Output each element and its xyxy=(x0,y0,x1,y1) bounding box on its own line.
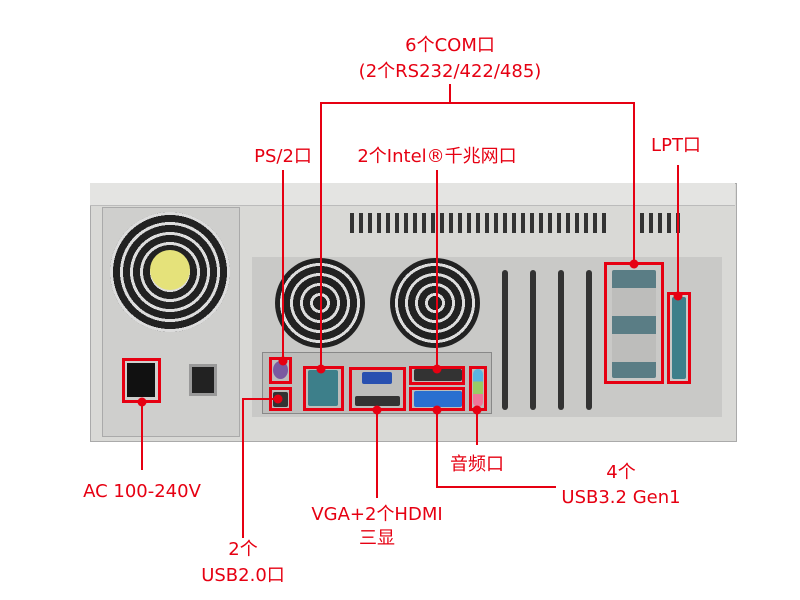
top-vents xyxy=(350,213,610,233)
usb2-leader xyxy=(242,398,244,538)
usb2-dot xyxy=(273,394,283,404)
com-ports-right xyxy=(612,270,656,378)
com-right-highlight xyxy=(604,262,664,384)
ps2-port xyxy=(273,361,288,379)
audio-label: 音频口 xyxy=(450,454,504,475)
com-leader xyxy=(320,102,635,104)
usb3-ports xyxy=(414,391,462,407)
lpt-leader xyxy=(677,165,679,295)
audio-highlight xyxy=(469,366,487,411)
com-dot xyxy=(316,364,326,374)
video-leader xyxy=(376,410,378,498)
usb2-label: 2个 xyxy=(228,539,258,560)
ac-dot xyxy=(137,397,147,407)
usb3-leader xyxy=(436,410,438,488)
lan-dot xyxy=(432,364,442,374)
com-ports xyxy=(308,370,338,406)
usb2-sublabel: USB2.0口 xyxy=(201,565,285,586)
usb3-label: 4个 xyxy=(606,462,636,483)
power-switch xyxy=(189,364,217,396)
ps2-label: PS/2口 xyxy=(254,146,312,167)
com-label: 6个COM口 xyxy=(405,35,495,56)
psu-fan-hub xyxy=(150,250,190,290)
expansion-slot xyxy=(558,270,564,410)
ps2-leader xyxy=(282,170,284,360)
ac-label: AC 100-240V xyxy=(83,481,201,502)
ac-leader xyxy=(141,402,143,470)
audio-dot xyxy=(472,405,482,415)
usb3-sublabel: USB3.2 Gen1 xyxy=(561,487,681,508)
system-fan-right xyxy=(390,258,480,348)
lpt-label: LPT口 xyxy=(651,135,701,156)
video-label: VGA+2个HDMI xyxy=(311,504,443,525)
expansion-slot xyxy=(502,270,508,410)
com-leader xyxy=(633,102,635,262)
lpt-highlight xyxy=(667,292,691,384)
lpt-dot xyxy=(673,291,683,301)
audio-jacks xyxy=(473,369,483,407)
chassis-top-lip xyxy=(90,183,735,206)
expansion-slot xyxy=(586,270,592,410)
com-dot xyxy=(629,259,639,269)
expansion-slot xyxy=(530,270,536,410)
usb3-leader xyxy=(436,486,556,488)
video-sublabel: 三显 xyxy=(359,528,395,549)
audio-leader xyxy=(476,410,478,445)
ac-inlet xyxy=(127,363,155,397)
com-leader xyxy=(320,102,322,366)
com-leader xyxy=(449,84,451,103)
lpt-port xyxy=(672,297,686,379)
video-highlight xyxy=(349,367,406,411)
top-vents-right xyxy=(640,213,680,233)
vga-port xyxy=(362,372,392,384)
usb2-leader xyxy=(242,398,280,400)
lan-leader xyxy=(436,170,438,368)
ps2-dot xyxy=(278,356,288,366)
usb3-dot xyxy=(432,405,442,415)
video-dot xyxy=(372,405,382,415)
hdmi-ports xyxy=(355,396,400,406)
lan-label: 2个Intel®千兆网口 xyxy=(357,146,517,167)
com-highlight xyxy=(303,366,344,411)
com-sublabel: (2个RS232/422/485) xyxy=(358,61,542,82)
ac-highlight xyxy=(122,358,161,403)
lan-ports xyxy=(414,369,462,381)
